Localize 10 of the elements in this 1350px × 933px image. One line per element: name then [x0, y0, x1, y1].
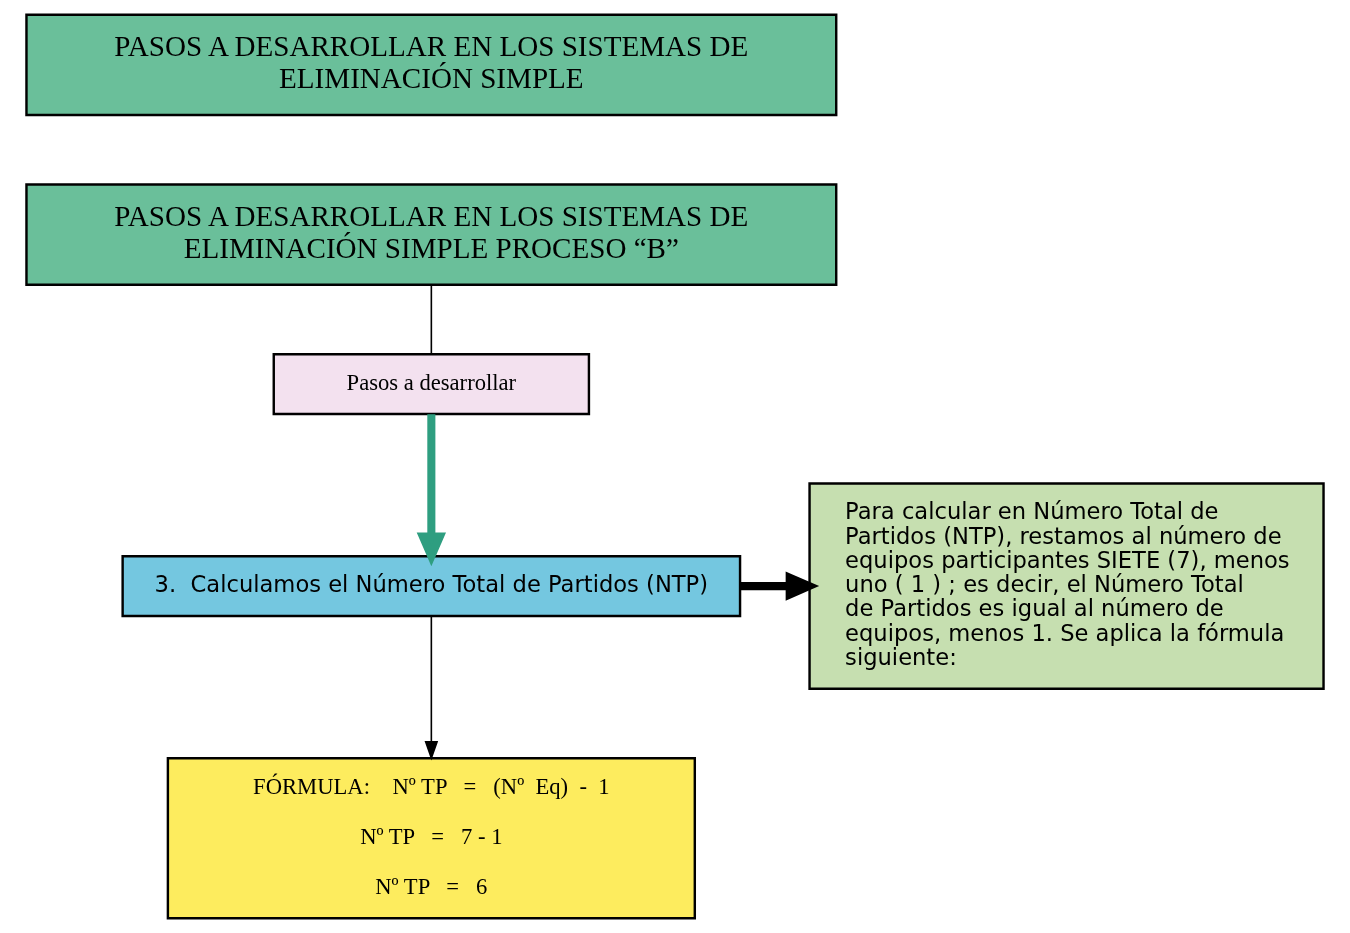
arrow: [740, 571, 820, 601]
node-box: 3. Calculamos el Número Total de Partidos (NTP): [121, 555, 742, 618]
node-box: Para calcular en Número Total de Partidos (NTP), restamos al número de equipos participantes SIETE (7), menos uno ( 1 ) ; es decir, el Número Total de Partidos es igual al número de equipos, menos 1. Se aplica la fórmula siguiente:: [808, 482, 1325, 690]
node-box: FÓRMULA: Nº TP = (Nº Eq) - 1 Nº TP = 7 - 1 Nº TP = 6: [166, 757, 696, 920]
arrow: [416, 414, 446, 567]
node-box: PASOS A DESARROLLAR EN LOS SISTEMAS DE ELIMINACIÓN SIMPLE PROCESO “B”: [25, 183, 838, 286]
connector: [430, 284, 433, 355]
arrow: [424, 615, 439, 761]
node-box: PASOS A DESARROLLAR EN LOS SISTEMAS DE ELIMINACIÓN SIMPLE: [25, 13, 838, 117]
node-box: Pasos a desarrollar: [272, 352, 591, 416]
